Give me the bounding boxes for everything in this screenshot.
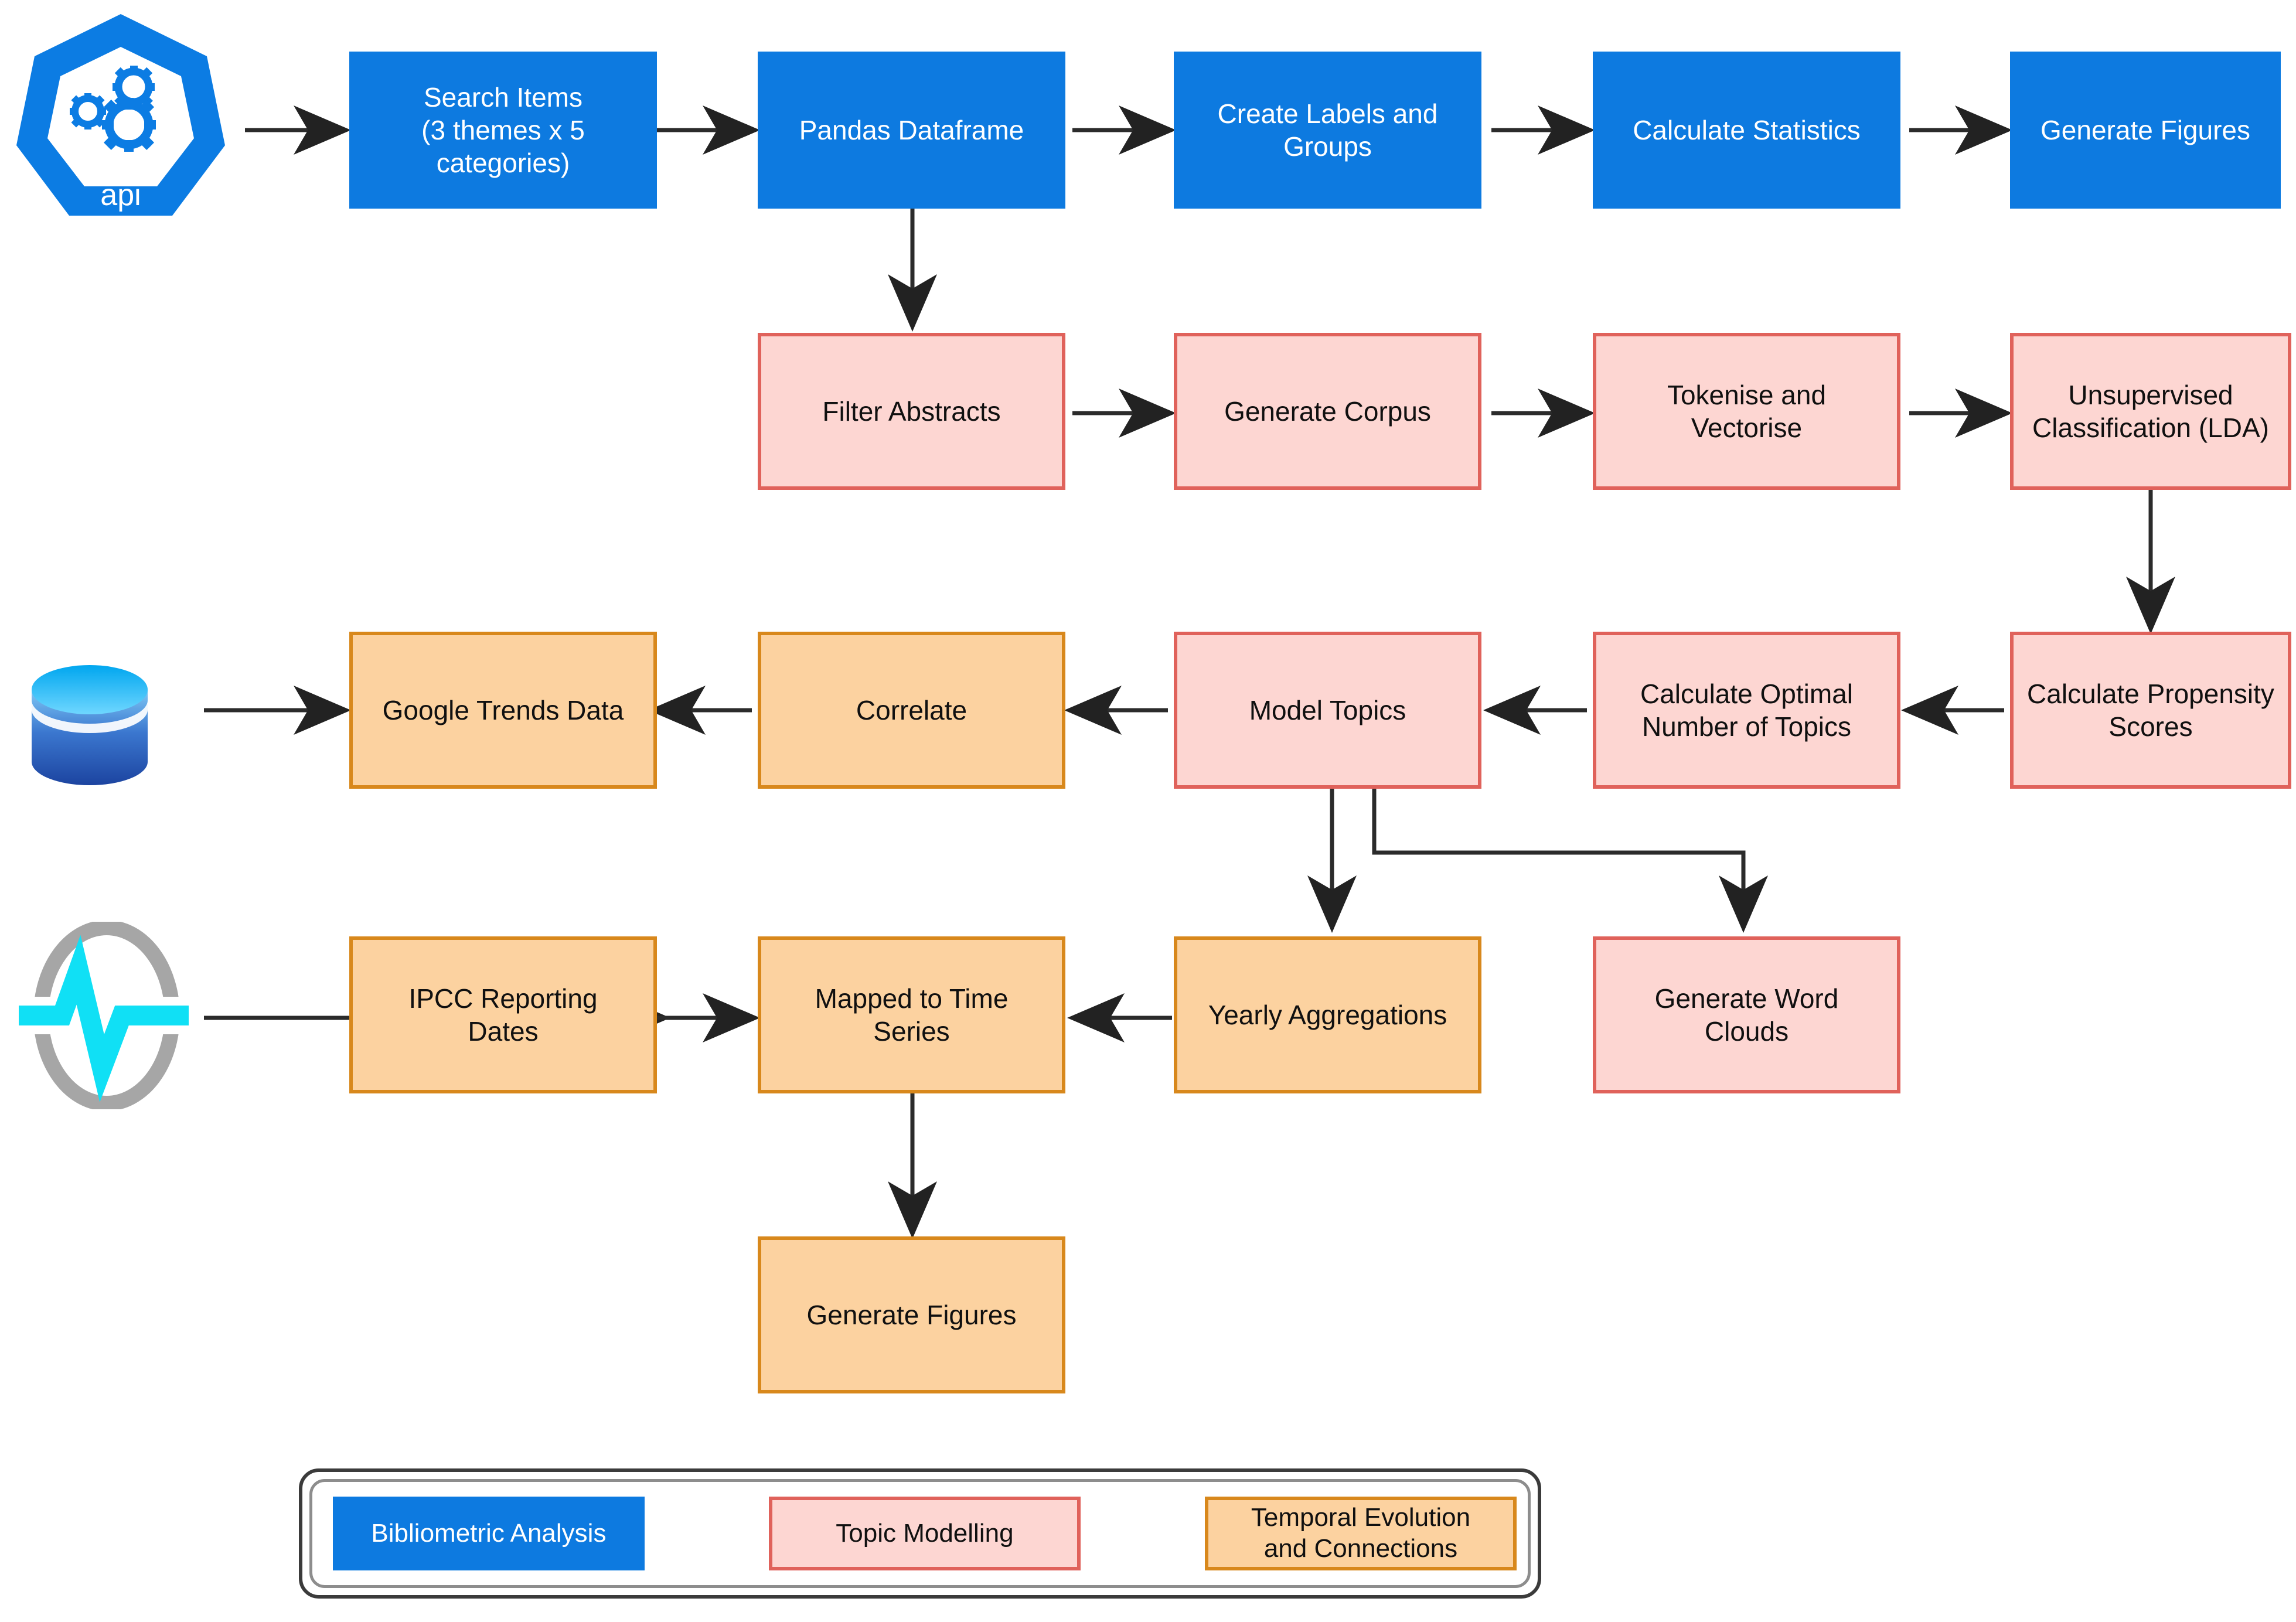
- node-label: IPCC Reporting Dates: [408, 983, 598, 1047]
- legend-item-topic-modelling[interactable]: Topic Modelling: [768, 1497, 1081, 1570]
- node-label: Create Labels and Groups: [1217, 98, 1438, 162]
- node-unsupervised-classification-lda[interactable]: Unsupervised Classification (LDA): [2010, 333, 2291, 490]
- node-label: Calculate Statistics: [1633, 114, 1861, 145]
- legend-item-label: Temporal Evolution and Connections: [1251, 1503, 1471, 1563]
- legend-item-temporal-evolution-and-connections[interactable]: Temporal Evolution and Connections: [1204, 1497, 1517, 1570]
- legend-item-label: Topic Modelling: [836, 1518, 1014, 1548]
- node-label: Search Items (3 themes x 5 categories): [421, 81, 585, 179]
- node-model-topics[interactable]: Model Topics: [1174, 632, 1481, 789]
- node-label: Calculate Optimal Number of Topics: [1640, 678, 1854, 742]
- node-google-trends-data[interactable]: Google Trends Data: [349, 632, 657, 789]
- node-label: Tokenise and Vectorise: [1667, 379, 1827, 443]
- node-label: Google Trends Data: [382, 694, 624, 725]
- node-tokenise-and-vectorise[interactable]: Tokenise and Vectorise: [1593, 333, 1900, 490]
- database-cylinder-icon: [16, 659, 192, 794]
- node-calculate-optimal-number-of-topics[interactable]: Calculate Optimal Number of Topics: [1593, 632, 1900, 789]
- legend: Bibliometric Analysis Topic Modelling Te…: [299, 1468, 1541, 1599]
- node-pandas-dataframe[interactable]: Pandas Dataframe: [758, 52, 1065, 209]
- node-label: Unsupervised Classification (LDA): [2032, 379, 2269, 443]
- node-generate-corpus[interactable]: Generate Corpus: [1174, 333, 1481, 490]
- node-label: Yearly Aggregations: [1208, 999, 1447, 1030]
- node-label: Correlate: [856, 694, 968, 725]
- pulse-ring-icon: [13, 920, 200, 1111]
- node-label: Mapped to Time Series: [815, 983, 1009, 1047]
- node-label: Filter Abstracts: [822, 396, 1001, 427]
- legend-item-bibliometric-analysis[interactable]: Bibliometric Analysis: [333, 1497, 645, 1570]
- node-filter-abstracts[interactable]: Filter Abstracts: [758, 333, 1065, 490]
- api-icon-label: api: [100, 178, 141, 212]
- node-ipcc-reporting-dates[interactable]: IPCC Reporting Dates: [349, 936, 657, 1093]
- node-correlate[interactable]: Correlate: [758, 632, 1065, 789]
- node-label: Generate Word Clouds: [1654, 983, 1839, 1047]
- node-search-items[interactable]: Search Items (3 themes x 5 categories): [349, 52, 657, 209]
- node-yearly-aggregations[interactable]: Yearly Aggregations: [1174, 936, 1481, 1093]
- node-label: Generate Corpus: [1224, 396, 1431, 427]
- legend-item-label: Bibliometric Analysis: [371, 1518, 607, 1548]
- node-label: Calculate Propensity Scores: [2027, 678, 2274, 742]
- node-label: Pandas Dataframe: [799, 114, 1024, 145]
- api-gears-icon: api: [16, 11, 225, 219]
- node-mapped-to-time-series[interactable]: Mapped to Time Series: [758, 936, 1065, 1093]
- node-generate-figures-top[interactable]: Generate Figures: [2010, 52, 2281, 209]
- node-label: Model Topics: [1249, 694, 1406, 725]
- node-create-labels-and-groups[interactable]: Create Labels and Groups: [1174, 52, 1481, 209]
- legend-items: Bibliometric Analysis Topic Modelling Te…: [302, 1497, 1538, 1570]
- node-calculate-propensity-scores[interactable]: Calculate Propensity Scores: [2010, 632, 2291, 789]
- node-label: Generate Figures: [806, 1299, 1017, 1330]
- node-generate-word-clouds[interactable]: Generate Word Clouds: [1593, 936, 1900, 1093]
- node-generate-figures-bottom[interactable]: Generate Figures: [758, 1236, 1065, 1393]
- node-label: Generate Figures: [2040, 114, 2250, 145]
- node-calculate-statistics[interactable]: Calculate Statistics: [1593, 52, 1900, 209]
